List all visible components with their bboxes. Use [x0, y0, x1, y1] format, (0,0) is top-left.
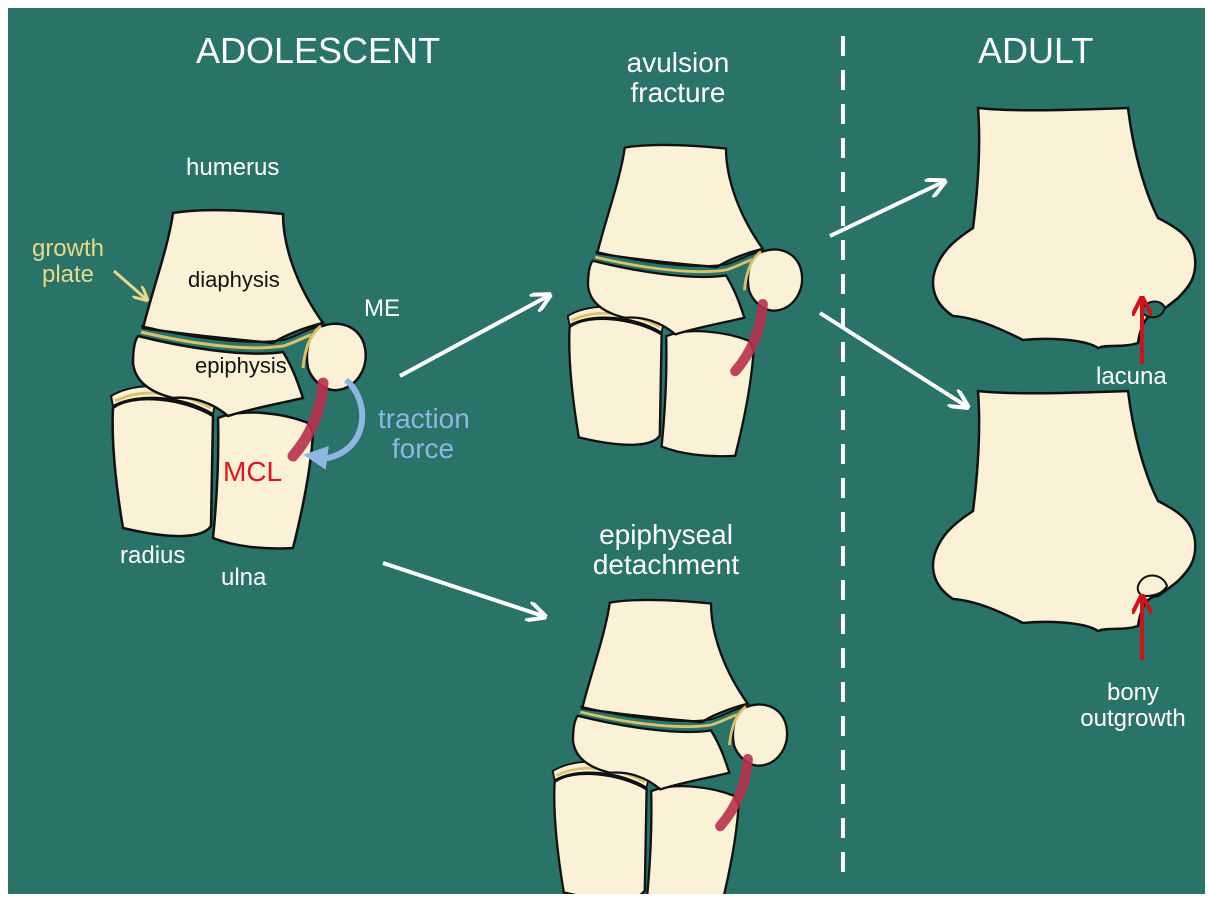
adult-heading: ADULT: [978, 32, 1093, 71]
humerus-label: humerus: [186, 155, 279, 181]
radius-label: radius: [120, 543, 185, 569]
avulsion-elbow: [568, 145, 802, 456]
mcl-label: MCL: [223, 457, 282, 487]
diaphysis-label: diaphysis: [188, 268, 280, 292]
diagram-panel: ADOLESCENT ADULT humerus growth plate di…: [8, 8, 1205, 894]
adolescent-elbow: [111, 210, 366, 548]
avulsion-fracture-label: avulsion fracture: [598, 48, 758, 108]
diagram-drawing: [8, 8, 1205, 894]
adolescent-heading: ADOLESCENT: [196, 32, 440, 71]
detachment-elbow: [553, 600, 787, 894]
bony-outgrowth-label: bony outgrowth: [1068, 680, 1198, 732]
lacuna-label: lacuna: [1096, 364, 1167, 390]
arrow-to-adult-top: [830, 182, 943, 236]
adult-humerus-lacuna: [933, 108, 1195, 348]
adult-humerus-outgrowth: [933, 391, 1195, 631]
arrow-to-avulsion: [400, 296, 548, 376]
growth-plate-arrow: [114, 271, 146, 299]
epiphyseal-detachment-label: epiphyseal detachment: [546, 520, 786, 580]
me-label: ME: [364, 296, 400, 322]
arrow-to-detachment: [383, 563, 543, 616]
traction-force-label: traction force: [378, 404, 468, 464]
growth-plate-label: growth plate: [18, 236, 118, 288]
ulna-label: ulna: [221, 565, 266, 591]
epiphysis-label: epiphysis: [195, 354, 287, 378]
